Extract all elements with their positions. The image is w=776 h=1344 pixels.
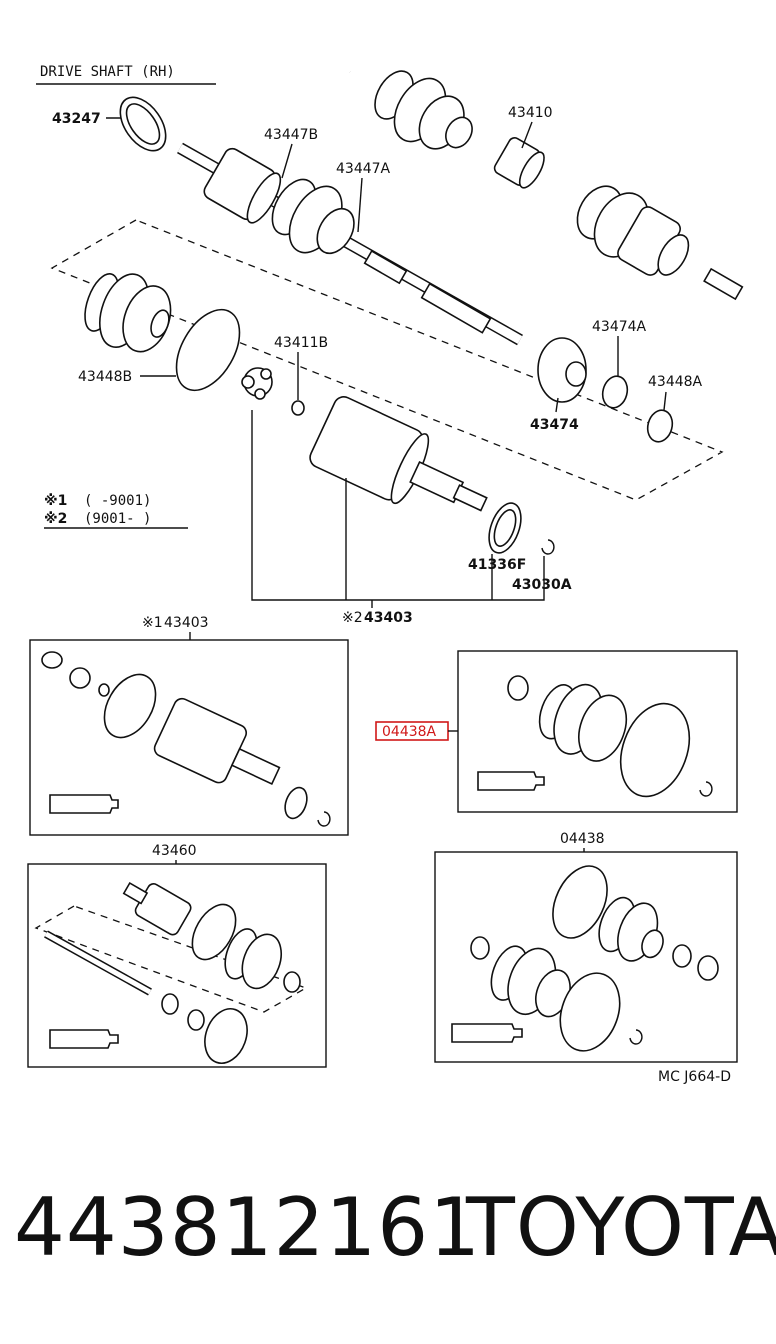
part-number: 443812161 <box>14 1181 482 1274</box>
label-41336F: 41336F <box>468 557 526 573</box>
label-43030A: 43030A <box>512 577 572 593</box>
diagram-title: DRIVE SHAFT (RH) <box>40 64 175 80</box>
legend-mark-2: ※2 <box>44 511 67 527</box>
legend-mark-1: ※1 <box>44 493 67 509</box>
inboard-joint-shaft-icon <box>177 142 523 346</box>
legend-range-1: ( -9001) <box>84 493 151 509</box>
group-mark-1: ※1 <box>142 615 163 631</box>
kit-box-04438A <box>457 650 738 813</box>
label-43247: 43247 <box>52 111 101 127</box>
boot-kit-04438-contents-icon <box>451 865 719 1052</box>
group-bracket-43403 <box>251 410 545 601</box>
outboard-joint-kit-43460-icon <box>34 881 308 1064</box>
inboard-joint-housing-icon <box>309 396 488 512</box>
label-43403-1: 43403 <box>164 615 209 631</box>
kit-43403-contents-icon <box>41 651 331 827</box>
label-43474A: 43474A <box>592 319 647 335</box>
label-04438: 04438 <box>560 831 605 847</box>
label-43411B: 43411B <box>274 335 328 351</box>
clamp-43474A-icon <box>601 375 629 409</box>
snap-ring-41336F-icon <box>488 502 522 554</box>
label-43410: 43410 <box>508 105 553 121</box>
snap-ring-43247-icon <box>119 96 167 152</box>
dynamic-damper-43474-icon <box>537 337 587 403</box>
snap-ring-43411B-icon <box>291 400 305 416</box>
group-mark-2: ※2 <box>342 610 363 626</box>
brand-name: TOYOTA <box>466 1181 776 1274</box>
label-43460: 43460 <box>152 843 197 859</box>
circlip-43030A-icon <box>541 539 555 555</box>
boot-kit-04438A-contents-icon <box>477 675 713 798</box>
label-04438A: 04438A <box>382 724 437 740</box>
kit-outline-dashed <box>50 219 724 501</box>
label-43474: 43474 <box>530 417 579 433</box>
tripod-joint-icon <box>241 367 273 400</box>
boot-band-large-icon <box>175 308 241 392</box>
parts-diagram: DRIVE SHAFT (RH) 43247 43410 <box>27 64 744 1085</box>
kit-box-43460 <box>27 863 327 1068</box>
drive-shaft-assembly-icon <box>348 68 744 301</box>
boot-43448B-icon <box>84 273 172 353</box>
drawing-code: MC J664-D <box>658 1069 731 1085</box>
legend-range-2: (9001- ) <box>84 511 151 527</box>
label-43447A: 43447A <box>336 161 391 177</box>
kit-box-04438 <box>434 851 738 1063</box>
label-43403-2: 43403 <box>364 610 413 626</box>
label-43448B: 43448B <box>78 369 132 385</box>
label-43447B: 43447B <box>264 127 318 143</box>
boot-band-43448A-icon <box>646 409 674 443</box>
label-43448A: 43448A <box>648 374 703 390</box>
kit-box-43403 <box>29 639 349 836</box>
